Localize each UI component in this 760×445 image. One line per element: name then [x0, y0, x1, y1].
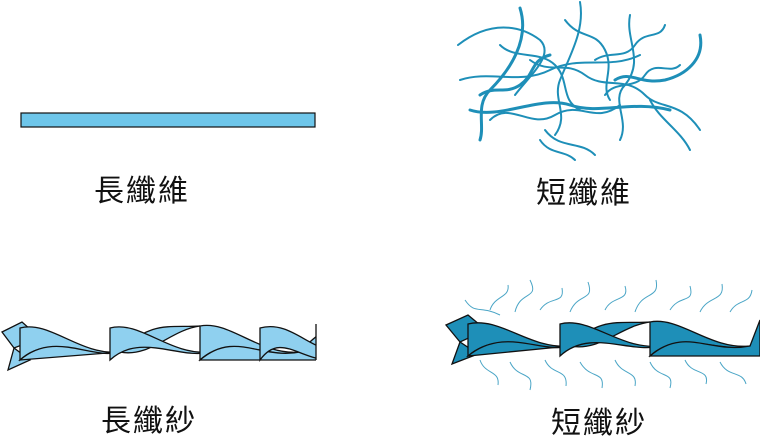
short-yarn-panel: 短纖紗	[380, 220, 760, 445]
long-fiber-panel: 長纖維	[0, 0, 380, 220]
short-yarn-label: 短纖紗	[551, 406, 647, 441]
long-fiber-label: 長纖維	[94, 174, 190, 209]
short-yarn-strand	[444, 314, 760, 366]
short-fiber-label: 短纖維	[536, 176, 632, 211]
long-fiber-bar	[20, 112, 316, 128]
short-fiber-panel: 短纖維	[380, 0, 760, 220]
short-yarn-fuzz-top	[464, 279, 753, 316]
long-yarn-illustration	[1, 321, 317, 372]
long-fiber-illustration	[20, 112, 316, 128]
short-yarn-fuzz-bottom	[479, 359, 747, 391]
long-yarn-panel: 長纖紗	[0, 220, 380, 445]
long-yarn-label: 長纖紗	[101, 404, 197, 439]
short-fiber-tangle	[457, 1, 703, 161]
short-fiber-illustration	[457, 1, 703, 161]
long-yarn-strand	[1, 321, 317, 372]
short-yarn-illustration	[444, 279, 760, 391]
